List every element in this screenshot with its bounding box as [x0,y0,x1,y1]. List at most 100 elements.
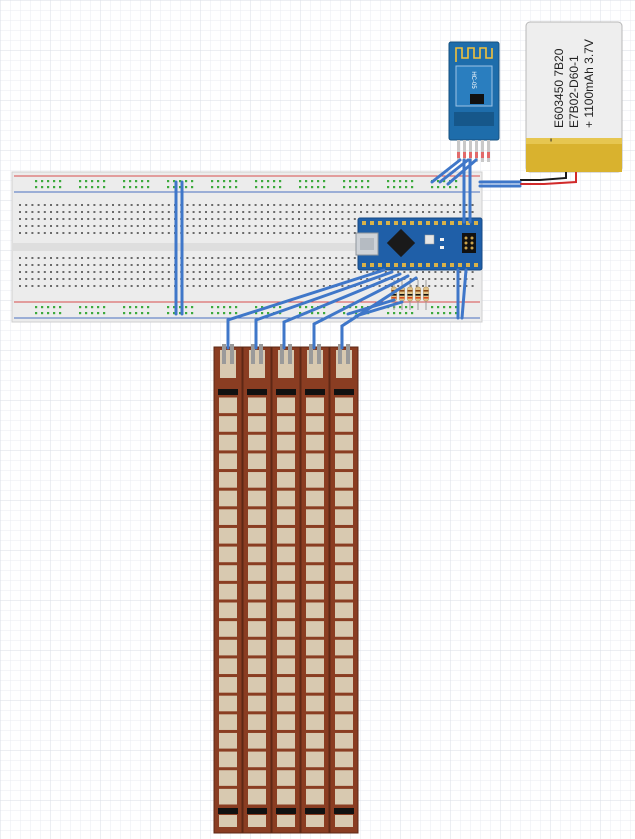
arduino-pin [442,221,446,225]
breadboard-hole [68,232,71,234]
breadboard-hole [329,257,331,259]
breadboard-hole [254,285,257,287]
breadboard-hole [50,204,52,206]
breadboard-hole [97,306,100,309]
breadboard-hole [155,278,158,280]
breadboard-hole [267,257,269,259]
breadboard-hole [291,204,294,206]
flex-sensor-segment [335,546,353,563]
breadboard-hole [143,271,145,273]
flex-sensor-segment [277,434,295,451]
flex-sensor-segment [335,639,353,656]
breadboard-hole [74,211,77,213]
breadboard-hole [31,278,34,280]
breadboard-hole [217,204,220,206]
breadboard-hole [37,257,40,259]
breadboard-hole [267,271,269,273]
breadboard-hole [50,285,52,287]
breadboard-hole [56,218,59,220]
battery-black-lead [520,172,567,181]
breadboard-hole [341,278,344,280]
flex-sensor-segment [277,472,295,488]
breadboard-hole [198,211,201,213]
breadboard-hole [35,312,38,315]
flex-sensor-segment [335,416,353,432]
resistor-band [415,297,421,299]
breadboard-hole [130,278,133,280]
breadboard-hole [19,204,21,206]
flex-sensor-segment [248,677,266,693]
flex-sensor-segment [248,621,266,637]
breadboard-hole [415,204,418,206]
breadboard-hole [443,312,446,315]
breadboard-hole [260,225,263,227]
breadboard-hole [285,232,288,234]
arduino-header-pins [362,221,478,267]
breadboard-hole [242,285,245,287]
breadboard-hole [136,218,139,220]
breadboard-hole [105,264,108,266]
breadboard-hole [299,186,302,189]
breadboard-hole [304,218,307,220]
breadboard-hole [53,186,56,189]
breadboard-hole [124,257,127,259]
breadboard-hole [347,218,350,220]
breadboard-hole [316,211,319,213]
breadboard-hole [205,285,207,287]
breadboard-hole [97,186,100,189]
breadboard-hole [431,306,434,309]
breadboard-hole [267,186,270,189]
breadboard-hole [335,211,338,213]
breadboard-hole [310,278,313,280]
flex-sensor-segment [306,565,324,581]
breadboard-hole [254,225,257,227]
breadboard-hole [267,180,270,183]
breadboard-hole [74,285,77,287]
breadboard-hole [79,180,82,183]
breadboard-hole [378,211,381,213]
breadboard-hole [62,218,65,220]
breadboard-hole [149,285,152,287]
breadboard-hole [329,225,331,227]
breadboard-hole [367,180,370,183]
breadboard-hole [112,264,114,266]
breadboard-hole [173,180,176,183]
breadboard-hole [112,257,114,259]
breadboard-hole [255,312,258,315]
breadboard-hole [242,225,245,227]
breadboard-hole [198,264,201,266]
breadboard-hole [471,278,474,280]
breadboard-hole [298,257,300,259]
breadboard-hole [267,218,269,220]
flex-sensor-segment [277,751,295,768]
breadboard-hole [223,271,226,273]
breadboard-hole [179,306,182,309]
breadboard-hole [93,211,96,213]
flex-sensor-segment [248,472,266,488]
breadboard-hole [453,278,455,280]
breadboard-hole [355,306,358,309]
breadboard-hole [25,232,28,234]
flex-sensor-segment [335,602,353,619]
breadboard-hole [217,225,220,227]
breadboard-hole [93,218,96,220]
breadboard-hole [236,278,238,280]
breadboard-hole [248,278,251,280]
breadboard-hole [147,186,150,189]
breadboard-hole [68,204,71,206]
breadboard-hole [254,264,257,266]
breadboard-hole [341,232,344,234]
breadboard-hole [434,204,437,206]
arduino-pin [450,263,454,267]
breadboard-hole [353,271,356,273]
breadboard-hole [186,232,189,234]
breadboard-hole [405,186,408,189]
breadboard-hole [254,218,257,220]
arduino-pin [386,221,390,225]
breadboard-hole [186,271,189,273]
arduino-pin [402,263,406,267]
breadboard-hole [93,257,96,259]
flex-sensor-segment [248,527,266,544]
breadboard-hole [141,186,144,189]
